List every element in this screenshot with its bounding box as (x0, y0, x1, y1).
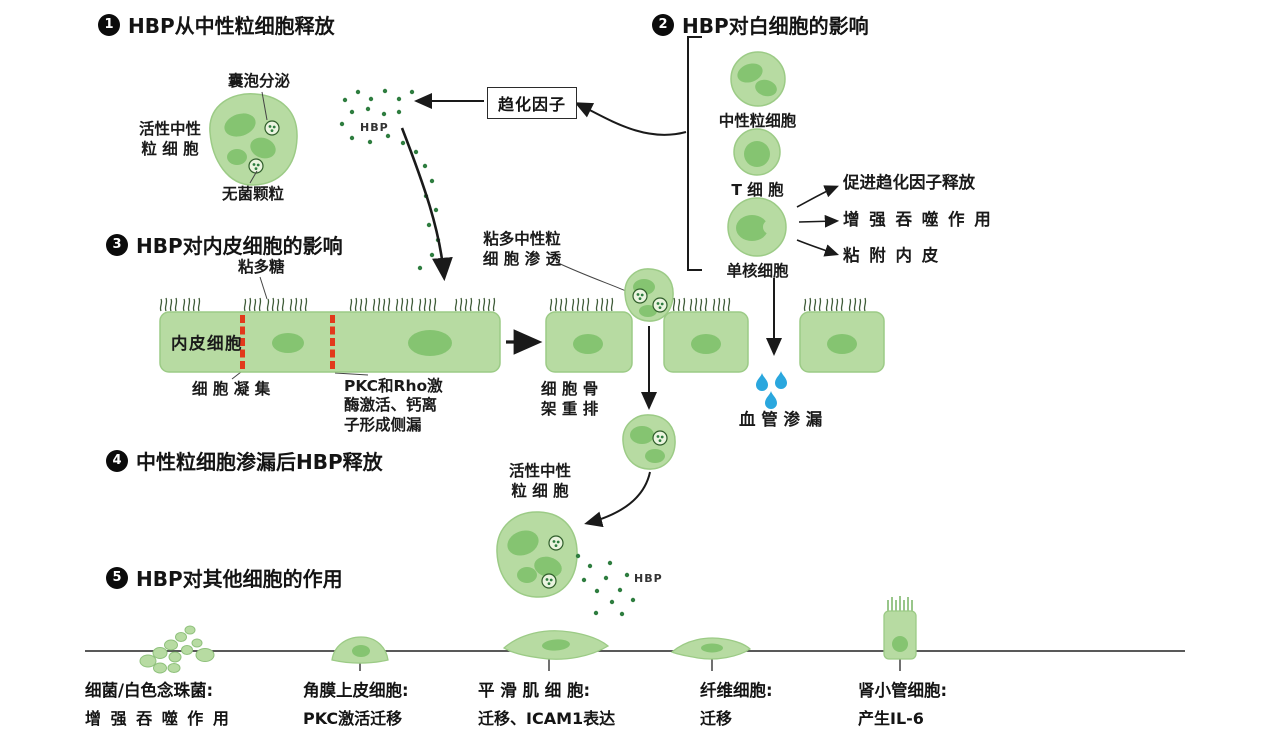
glycocalyx-tufts-row2 (549, 297, 867, 312)
neutrophil-label: 中性粒细胞 (718, 112, 797, 130)
endothelial-row-1 (159, 311, 501, 373)
hbp-label-1: HBP (360, 121, 389, 134)
bottom-item-effect: 增 强 吞 噬 作 用 (85, 709, 231, 728)
leaked-neutrophil-cell (622, 414, 676, 470)
sterile-granule-label: 无菌颗粒 (222, 185, 285, 203)
label-line: 架 重 排 (541, 400, 599, 419)
hbp-label-2: HBP (634, 572, 663, 585)
bottom-axis (85, 650, 1185, 671)
bottom-item-name: 平 滑 肌 细 胞: (478, 681, 591, 700)
penetrating-neutrophil-cell (624, 268, 674, 322)
arrow-leaked-to-active (584, 471, 651, 528)
arrow-leukocytes-to-box (574, 102, 687, 136)
section2-title: 2 HBP对白细胞的影响 (652, 10, 869, 39)
tight-junction-red (240, 315, 335, 369)
bottom-item-name: 角膜上皮细胞: (303, 681, 409, 700)
section3-badge: 3 (106, 233, 128, 256)
bottom-item-effect: 迁移、ICAM1表达 (478, 709, 616, 728)
section5-title-text: HBP对其他细胞的作用 (136, 567, 343, 591)
effect-adhesion-label: 粘 附 内 皮 (843, 246, 941, 265)
arrows (400, 93, 840, 528)
pkc-rho-label: PKC和Rho激 酶激活、钙离 子形成侧漏 (344, 377, 443, 435)
bottom-item-name: 细菌/白色念珠菌: (85, 681, 214, 700)
renal-tubular-cell (883, 596, 917, 660)
bottom-item-fibroblast: 纤维细胞: 迁移 (700, 677, 773, 729)
chemokine-box: 趋化因子 (487, 87, 578, 119)
endothelial-row-2 (545, 311, 885, 373)
endothelial-label: 内皮细胞 (171, 334, 243, 353)
fibroblast-cell (670, 637, 752, 660)
arrow-monocyte-effect2 (798, 214, 840, 228)
bottom-item-name: 肾小管细胞: (858, 681, 948, 700)
section4-badge: 4 (106, 449, 128, 472)
bacteria-candida (139, 625, 215, 674)
hbp-dots-cloud-2 (575, 553, 636, 617)
arrow-monocyte-effect3 (796, 239, 840, 257)
t-cell (733, 128, 781, 176)
section1-title-text: HBP从中性粒细胞释放 (128, 14, 335, 38)
effect-phagocytosis-label: 增 强 吞 噬 作 用 (843, 210, 993, 229)
active-neutrophil-label-2: 活性中性 粒 细 胞 (500, 461, 580, 501)
section2-badge: 2 (652, 13, 674, 36)
cell-aggregation-label: 细 胞 凝 集 (192, 380, 271, 398)
label-line: 活性中性 (508, 462, 571, 480)
bottom-item-corneal: 角膜上皮细胞: PKC激活迁移 (303, 677, 409, 729)
t-cell-label: T 细 胞 (731, 181, 784, 199)
bottom-item-renal: 肾小管细胞: 产生IL-6 (858, 677, 947, 729)
cytoskeleton-label: 细 胞 骨 架 重 排 (541, 379, 598, 419)
arrow-monocyte-effect1 (796, 185, 839, 208)
label-line: 活性中性 (138, 120, 201, 138)
leader-lines (231, 91, 627, 380)
section1-title: 1 HBP从中性粒细胞释放 (98, 10, 335, 39)
glycocalyx-label: 粘多糖 (238, 258, 285, 276)
hbp-dots-cloud (339, 88, 441, 271)
vascular-leakage-label: 血 管 渗 漏 (739, 410, 823, 429)
label-line: 酶激活、钙离 (344, 396, 438, 415)
neutrophil-penetration-label: 粘多中性粒 细 胞 渗 透 (472, 229, 572, 269)
neutrophil-cell (730, 51, 786, 107)
label-line: 粒 细 胞 (141, 140, 199, 159)
glycocalyx-tufts-row1 (159, 297, 496, 312)
label-line: PKC和Rho激 (344, 377, 443, 395)
smooth-muscle-cell (502, 630, 610, 660)
label-line: 子形成侧漏 (344, 415, 422, 434)
active-neutrophil-label: 活性中性 粒 细 胞 (130, 119, 210, 159)
section2-title-text: HBP对白细胞的影响 (682, 14, 869, 38)
active-neutrophil-cell (209, 93, 298, 186)
section1-badge: 1 (98, 13, 120, 36)
corneal-epithelial-cell (331, 636, 389, 664)
bracket (687, 36, 702, 271)
monocyte-label: 单核细胞 (726, 262, 789, 280)
bottom-item-bacteria: 细菌/白色念珠菌: 增 强 吞 噬 作 用 (85, 677, 231, 729)
bottom-item-effect: PKC激活迁移 (303, 709, 403, 728)
bottom-item-effect: 迁移 (700, 709, 733, 728)
section4-title: 4 中性粒细胞渗漏后HBP释放 (106, 446, 383, 475)
leakage-droplets (756, 371, 787, 409)
label-line: 细 胞 骨 (541, 380, 599, 398)
section4-title-text: 中性粒细胞渗漏后HBP释放 (136, 450, 383, 474)
vesicle-secretion-label: 囊泡分泌 (228, 72, 291, 90)
label-line: 粘多中性粒 (483, 230, 561, 248)
monocyte-cell (727, 197, 787, 257)
bottom-item-smooth-muscle: 平 滑 肌 细 胞: 迁移、ICAM1表达 (478, 677, 615, 729)
arrow-hbp-down-to-endothelium (400, 127, 453, 282)
bottom-item-effect: 产生IL-6 (858, 709, 924, 728)
bottom-item-name: 纤维细胞: (700, 681, 773, 700)
active-neutrophil-cell-2 (496, 511, 578, 598)
section3-title: 3 HBP对内皮细胞的影响 (106, 230, 343, 259)
section5-title: 5 HBP对其他细胞的作用 (106, 563, 343, 592)
label-line: 细 胞 渗 透 (482, 250, 562, 269)
section3-title-text: HBP对内皮细胞的影响 (136, 234, 343, 258)
section5-badge: 5 (106, 566, 128, 589)
label-line: 粒 细 胞 (511, 482, 569, 501)
effect-chemokine-release-label: 促进趋化因子释放 (843, 173, 975, 192)
